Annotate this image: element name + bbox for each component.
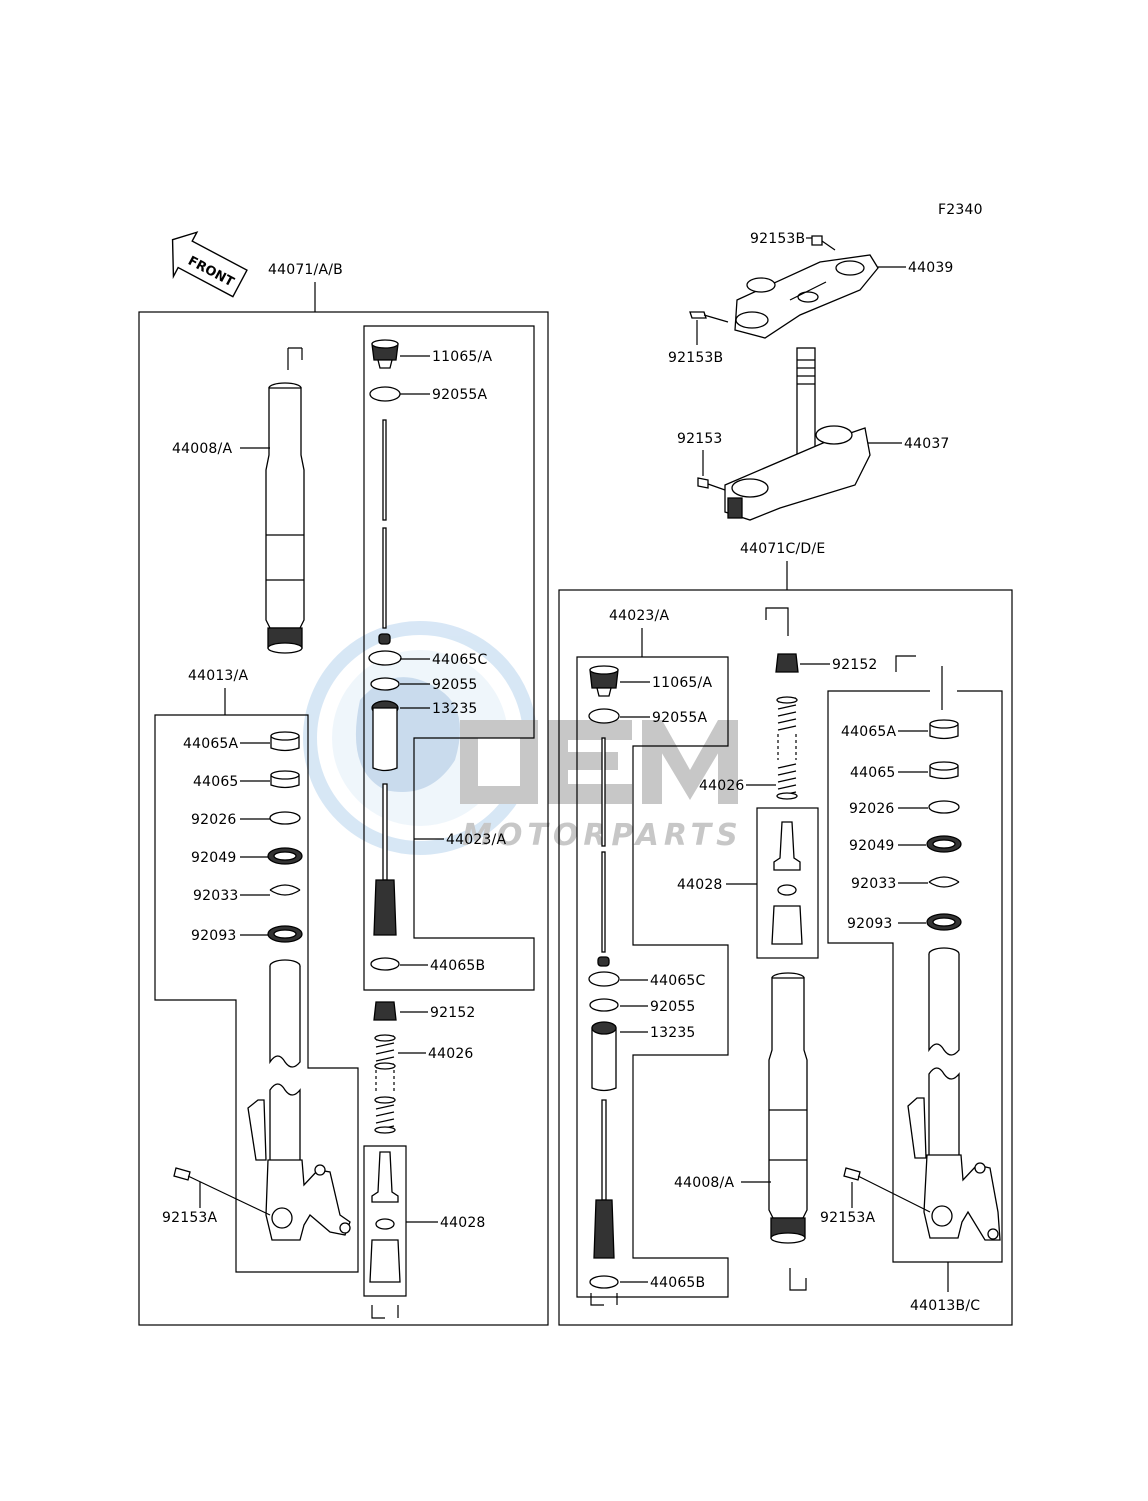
label-r-spring: 44026 bbox=[699, 778, 745, 794]
label-dust-seal: 92093 bbox=[191, 928, 237, 944]
outer-tube bbox=[265, 347, 305, 654]
label-damper: 44028 bbox=[440, 1215, 486, 1231]
cartridge-right bbox=[588, 665, 620, 1306]
label-bushing-a: 44065A bbox=[183, 736, 239, 752]
label-r-o-ring-a: 92055A bbox=[652, 710, 708, 726]
label-r-outer-tube: 44008/A bbox=[674, 1175, 734, 1191]
label-o-ring-a: 92055A bbox=[432, 387, 488, 403]
spring-left-lower bbox=[374, 1096, 396, 1134]
seal-stack-right bbox=[926, 719, 962, 931]
inner-tube-right bbox=[907, 947, 1001, 1241]
label-r-nut: 92152 bbox=[832, 657, 878, 673]
spring-left-upper bbox=[374, 1034, 396, 1070]
label-cartridge-group: 44023/A bbox=[609, 608, 669, 624]
triple-clamp bbox=[689, 235, 879, 521]
label-r-oil-seal: 92049 bbox=[849, 838, 895, 854]
watermark: MOTORPARTS bbox=[303, 621, 743, 855]
spring-group-right bbox=[756, 607, 819, 959]
label-r-cap-bolt: 11065/A bbox=[652, 675, 712, 691]
label-r-bushing-c: 44065C bbox=[650, 973, 706, 989]
label-upper-bracket: 44039 bbox=[908, 260, 954, 276]
label-cap-bolt: 11065/A bbox=[432, 349, 492, 365]
right-fork-assembly: 44071C/D/E 44023/A 11065/A 92055A bbox=[558, 541, 1013, 1326]
front-direction-arrow: FRONT bbox=[171, 231, 248, 298]
outer-tube-right bbox=[768, 972, 808, 1291]
label-o-ring: 92055 bbox=[432, 677, 478, 693]
watermark-subtitle: MOTORPARTS bbox=[462, 818, 743, 853]
cartridge-left bbox=[368, 339, 402, 971]
label-washer: 92026 bbox=[191, 812, 237, 828]
label-r-o-ring: 92055 bbox=[650, 999, 696, 1015]
label-lower-bolt: 92153 bbox=[677, 431, 723, 447]
label-r-damper: 44028 bbox=[677, 877, 723, 893]
spring-group-left bbox=[363, 1001, 407, 1319]
label-oil-seal: 92049 bbox=[191, 850, 237, 866]
label-tube: 13235 bbox=[432, 701, 478, 717]
left-fork-assembly: 44071/A/B 44008/A 44013/A 44065A bbox=[138, 262, 549, 1326]
label-r-dust-seal: 92093 bbox=[847, 916, 893, 932]
label-stem-bracket: 44037 bbox=[904, 436, 950, 452]
label-nut: 92152 bbox=[430, 1005, 476, 1021]
figure-code: F2340 bbox=[938, 202, 983, 218]
label-r-bushing: 44065 bbox=[850, 765, 896, 781]
label-bolt: 92153A bbox=[162, 1210, 218, 1226]
label-upper-bolt-b2: 92153B bbox=[668, 350, 723, 366]
label-retainer: 92033 bbox=[193, 888, 239, 904]
label-spring: 44026 bbox=[428, 1046, 474, 1062]
label-r-tube: 13235 bbox=[650, 1025, 696, 1041]
label-44071-a-b: 44071/A/B bbox=[268, 262, 343, 278]
label-r-bolt: 92153A bbox=[820, 1210, 876, 1226]
label-r-bushing-a: 44065A bbox=[841, 724, 897, 740]
label-bushing-c: 44065C bbox=[432, 652, 488, 668]
seal-stack-left bbox=[267, 731, 303, 943]
label-r-axle-holder-group: 44013B/C bbox=[910, 1298, 980, 1314]
label-outer-tube: 44008/A bbox=[172, 441, 232, 457]
label-r-bushing-b: 44065B bbox=[650, 1275, 705, 1291]
label-r-washer: 92026 bbox=[849, 801, 895, 817]
label-upper-bolt-b1: 92153B bbox=[750, 231, 805, 247]
label-bushing: 44065 bbox=[193, 774, 239, 790]
inner-tube-left bbox=[247, 959, 351, 1241]
label-r-retainer: 92033 bbox=[851, 876, 897, 892]
label-cartridge: 44023/A bbox=[446, 832, 506, 848]
label-44071c-d-e: 44071C/D/E bbox=[740, 541, 825, 557]
label-axle-holder-group: 44013/A bbox=[188, 668, 248, 684]
label-bushing-b: 44065B bbox=[430, 958, 485, 974]
